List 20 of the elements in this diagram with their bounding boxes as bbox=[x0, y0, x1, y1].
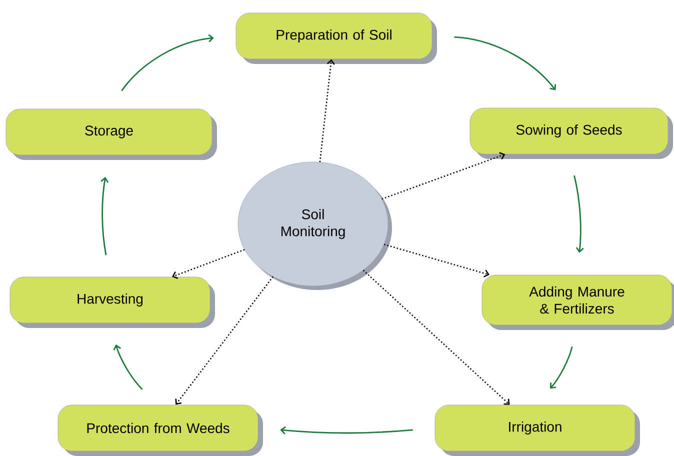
dotted-arrow bbox=[319, 59, 335, 162]
process-box: Preparation of Soil bbox=[236, 12, 437, 64]
dotted-arrow bbox=[384, 244, 490, 278]
cycle-arrow bbox=[280, 426, 413, 434]
process-box: Sowing of Seeds bbox=[470, 108, 673, 159]
process-box: Adding Manure & Fertilizers bbox=[482, 274, 674, 330]
cycle-arrow bbox=[113, 344, 143, 390]
process-box: Harvesting bbox=[10, 276, 215, 328]
dotted-arrow bbox=[362, 270, 510, 405]
cycle-arrow bbox=[121, 34, 214, 92]
process-box: Irrigation bbox=[434, 404, 640, 456]
cycle-arrow bbox=[100, 176, 109, 256]
dotted-arrow bbox=[175, 276, 274, 405]
cycle-arrow bbox=[454, 36, 556, 90]
dotted-arrow bbox=[172, 249, 245, 279]
process-box: Storage bbox=[6, 108, 217, 160]
cycle-arrow bbox=[550, 346, 573, 389]
dotted-arrow bbox=[382, 152, 506, 200]
process-box: Protection from Weeds bbox=[58, 404, 263, 456]
cycle-arrow bbox=[574, 175, 584, 253]
